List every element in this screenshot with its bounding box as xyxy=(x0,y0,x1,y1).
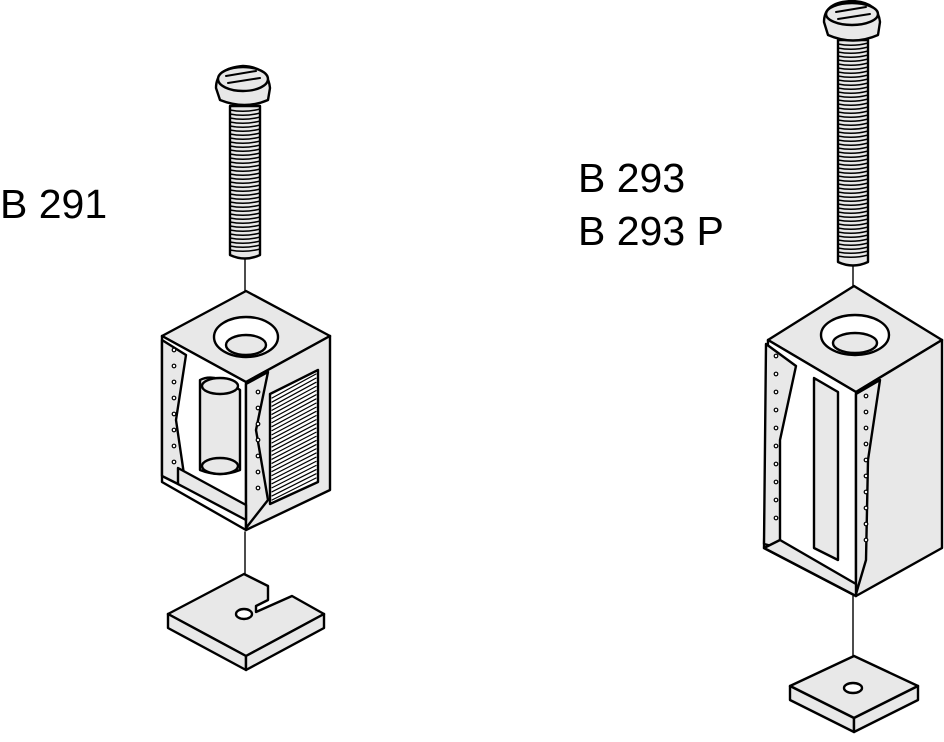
label-b291: B 291 xyxy=(0,181,108,227)
clamp-body-left xyxy=(160,289,332,532)
label-b293: B 293 xyxy=(578,155,686,201)
assembly-b291 xyxy=(160,64,332,672)
label-b293p: B 293 P xyxy=(578,208,724,254)
plate-right xyxy=(788,654,920,734)
screw-right xyxy=(822,0,882,267)
plate-left xyxy=(166,572,326,672)
clamp-body-right xyxy=(762,284,944,598)
assembly-b293 xyxy=(762,0,944,734)
screw-left xyxy=(214,64,272,260)
